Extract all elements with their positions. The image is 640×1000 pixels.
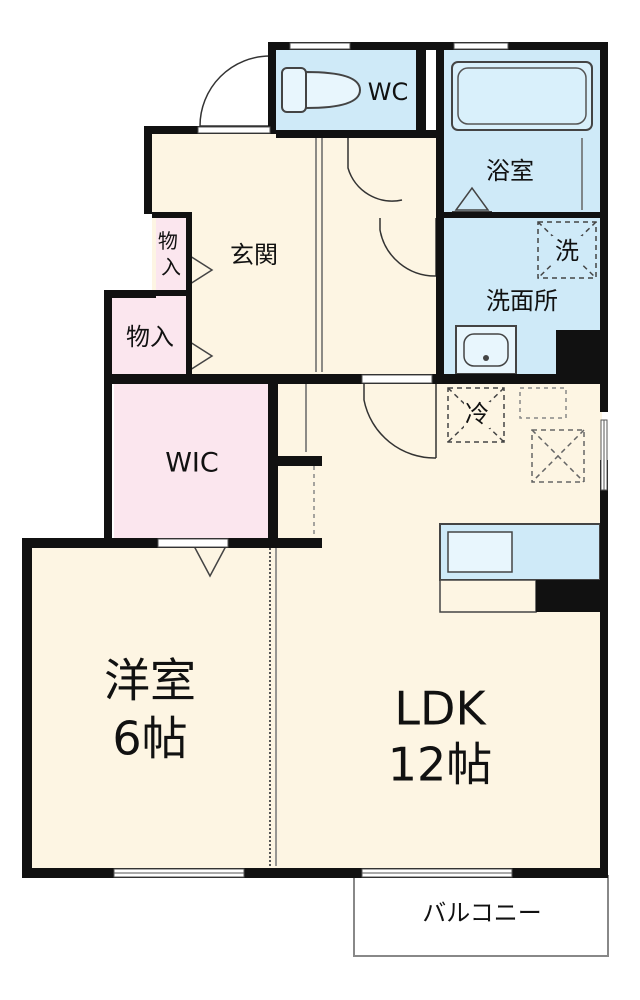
room-labels: WC 浴室 洗 洗面所 玄関 物 入 物入 WIC 冷 洋室 6帖 LDK 12… — [104, 78, 579, 927]
wash-basin-icon — [455, 325, 517, 375]
window-wc — [289, 42, 351, 50]
front-door-icon — [199, 55, 271, 127]
bathtub-icon — [451, 61, 593, 131]
storage-area — [112, 296, 190, 376]
bedroom-label: 洋室 — [104, 654, 196, 708]
bedroom-size: 6帖 — [112, 712, 187, 766]
washing-machine-pan-icon — [537, 221, 597, 279]
balcony-label: バルコニー — [422, 899, 542, 927]
storage-label: 物入 — [126, 323, 174, 351]
ldk-size: 12帖 — [388, 738, 493, 792]
windows — [113, 42, 608, 878]
entrance-label: 玄関 — [230, 241, 278, 269]
wic-label: WIC — [165, 448, 219, 479]
storage-small-label-char2: 入 — [161, 255, 181, 279]
hall-area — [316, 134, 440, 376]
bedroom-area — [30, 546, 276, 870]
storage-small-label-char1: 物 — [158, 229, 178, 253]
wic-area — [114, 382, 274, 540]
refrigerator-icon — [447, 387, 505, 443]
window-bath — [453, 42, 509, 50]
storage-door-icon — [189, 341, 214, 371]
ldk-area — [276, 380, 602, 870]
washroom-label: 洗面所 — [486, 287, 558, 315]
fridge-label: 冷 — [465, 400, 489, 428]
toilet-icon — [281, 67, 362, 113]
balcony-area — [353, 875, 609, 957]
range-hood-icon — [531, 429, 585, 483]
bath-door-icon — [454, 186, 490, 211]
bath-label: 浴室 — [486, 157, 534, 185]
ldk-label: LDK — [394, 682, 487, 736]
room-fills — [30, 50, 609, 957]
storage-small-door-icon — [189, 255, 214, 285]
wic-door-icon — [193, 545, 227, 578]
storage-small-area — [156, 214, 190, 294]
storage-small-label: 物 入 — [158, 229, 184, 279]
fixtures — [189, 61, 601, 613]
wash-machine-label: 洗 — [555, 237, 579, 265]
wc-label: WC — [368, 78, 409, 106]
